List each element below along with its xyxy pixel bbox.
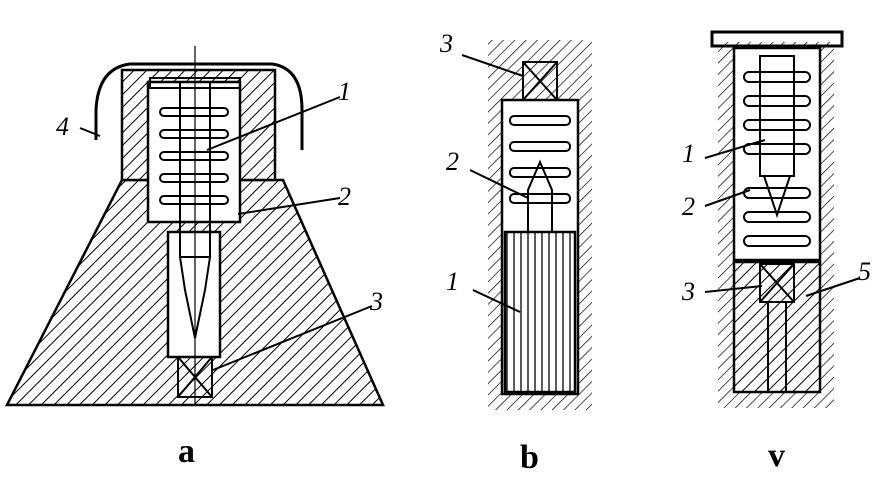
figure-v-bore	[767, 301, 787, 393]
figure-v-element-3	[759, 263, 795, 303]
figure-v-label-3: 3	[681, 277, 695, 306]
figure-v-cap	[710, 30, 844, 48]
figure-b: 3 2 1 b	[439, 29, 592, 476]
figure-v: 1 2 3 5 v	[681, 30, 871, 474]
figure-a-caption: a	[178, 433, 195, 470]
figure-a-element-3	[177, 356, 213, 398]
figure-a-plunger-tip	[178, 256, 212, 339]
figure-b-label-2: 2	[446, 147, 459, 176]
figure-v-label-2: 2	[682, 192, 695, 221]
figure-a-cap	[94, 62, 304, 150]
figure-b-element-3	[522, 61, 558, 101]
figure-b-caption: b	[520, 439, 539, 476]
figure-b-label-1: 1	[446, 267, 459, 296]
figure-a-label-2: 2	[338, 182, 351, 211]
figure-v-caption: v	[768, 437, 785, 474]
figure-b-spring	[509, 115, 571, 204]
figure-v-label-1: 1	[682, 139, 695, 168]
figure-v-label-5: 5	[858, 257, 871, 286]
figure-a: 1 2 3 4 a	[4, 46, 385, 470]
figure-v-lower-block	[732, 260, 822, 394]
figure-a-label-4: 4	[56, 112, 69, 141]
figure-v-plunger-tip	[762, 175, 792, 219]
figure-b-plunger	[503, 230, 577, 394]
figure-a-label-1: 1	[338, 77, 351, 106]
figure-b-label-3: 3	[439, 29, 453, 58]
figure-a-label-3: 3	[369, 287, 383, 316]
figure-a-spring	[159, 107, 229, 205]
figure-a-bore	[166, 230, 222, 359]
